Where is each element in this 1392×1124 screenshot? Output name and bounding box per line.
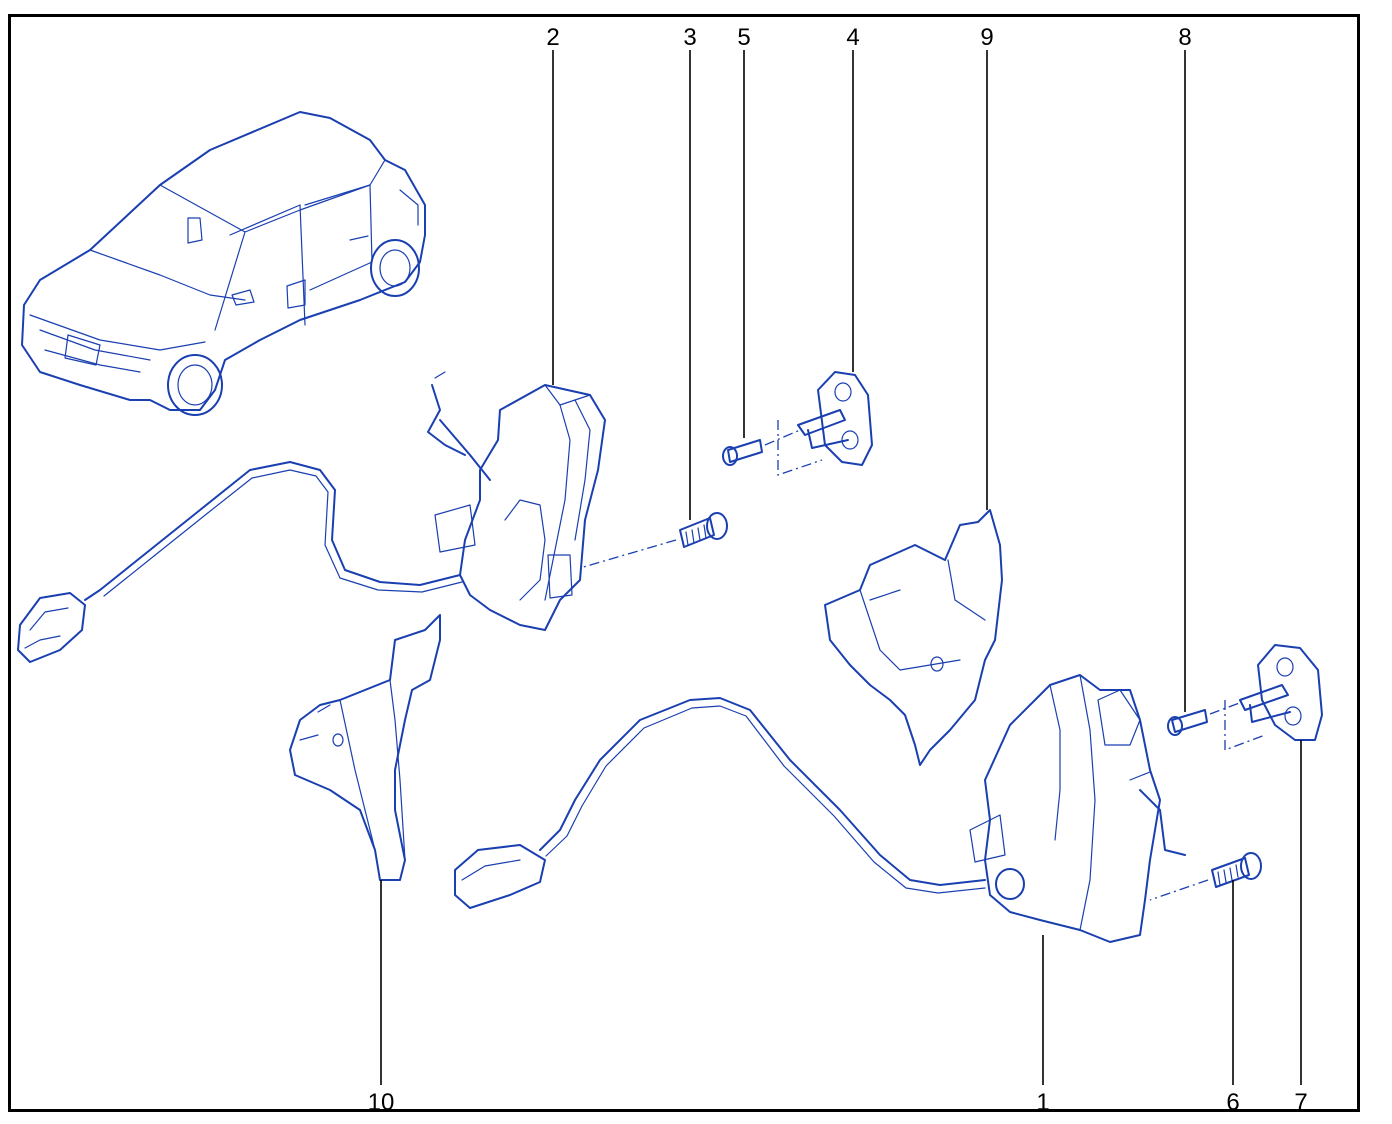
assembly-axis-8 xyxy=(1209,701,1243,715)
assembly-axis-5 xyxy=(764,429,801,446)
callout-5: 5 xyxy=(737,24,750,51)
striker-4 xyxy=(797,371,873,466)
screw-5 xyxy=(722,439,763,466)
callout-6: 6 xyxy=(1226,1089,1239,1116)
callout-4: 4 xyxy=(846,24,859,51)
leader-lines xyxy=(380,50,1302,1085)
callout-7: 7 xyxy=(1294,1089,1307,1116)
assembly-axis-3 xyxy=(579,539,677,569)
screw-3 xyxy=(679,512,728,548)
assembly-axis-7 xyxy=(1224,700,1266,751)
callout-labels: 2 3 5 4 9 8 10 1 6 7 xyxy=(368,24,1308,1116)
callout-1: 1 xyxy=(1036,1089,1049,1116)
callout-9: 9 xyxy=(980,24,993,51)
cable-2 xyxy=(84,461,463,601)
diagram-frame xyxy=(8,14,1360,1112)
assembly-axis-6 xyxy=(1149,879,1209,901)
door-lock-2 xyxy=(427,371,606,631)
connector-2 xyxy=(17,592,86,663)
cable-1 xyxy=(539,697,986,894)
bracket-10 xyxy=(289,614,441,881)
callout-2: 2 xyxy=(546,24,559,51)
car-illustration xyxy=(21,111,426,416)
callout-3: 3 xyxy=(683,24,696,51)
screw-6 xyxy=(1211,852,1262,888)
bracket-9 xyxy=(824,509,1003,766)
assembly-axis-4 xyxy=(777,420,823,476)
connector-1 xyxy=(454,844,546,909)
screw-8 xyxy=(1167,709,1208,736)
callout-10: 10 xyxy=(368,1089,395,1116)
striker-7 xyxy=(1239,644,1323,741)
door-lock-1 xyxy=(969,674,1186,943)
callout-8: 8 xyxy=(1178,24,1191,51)
